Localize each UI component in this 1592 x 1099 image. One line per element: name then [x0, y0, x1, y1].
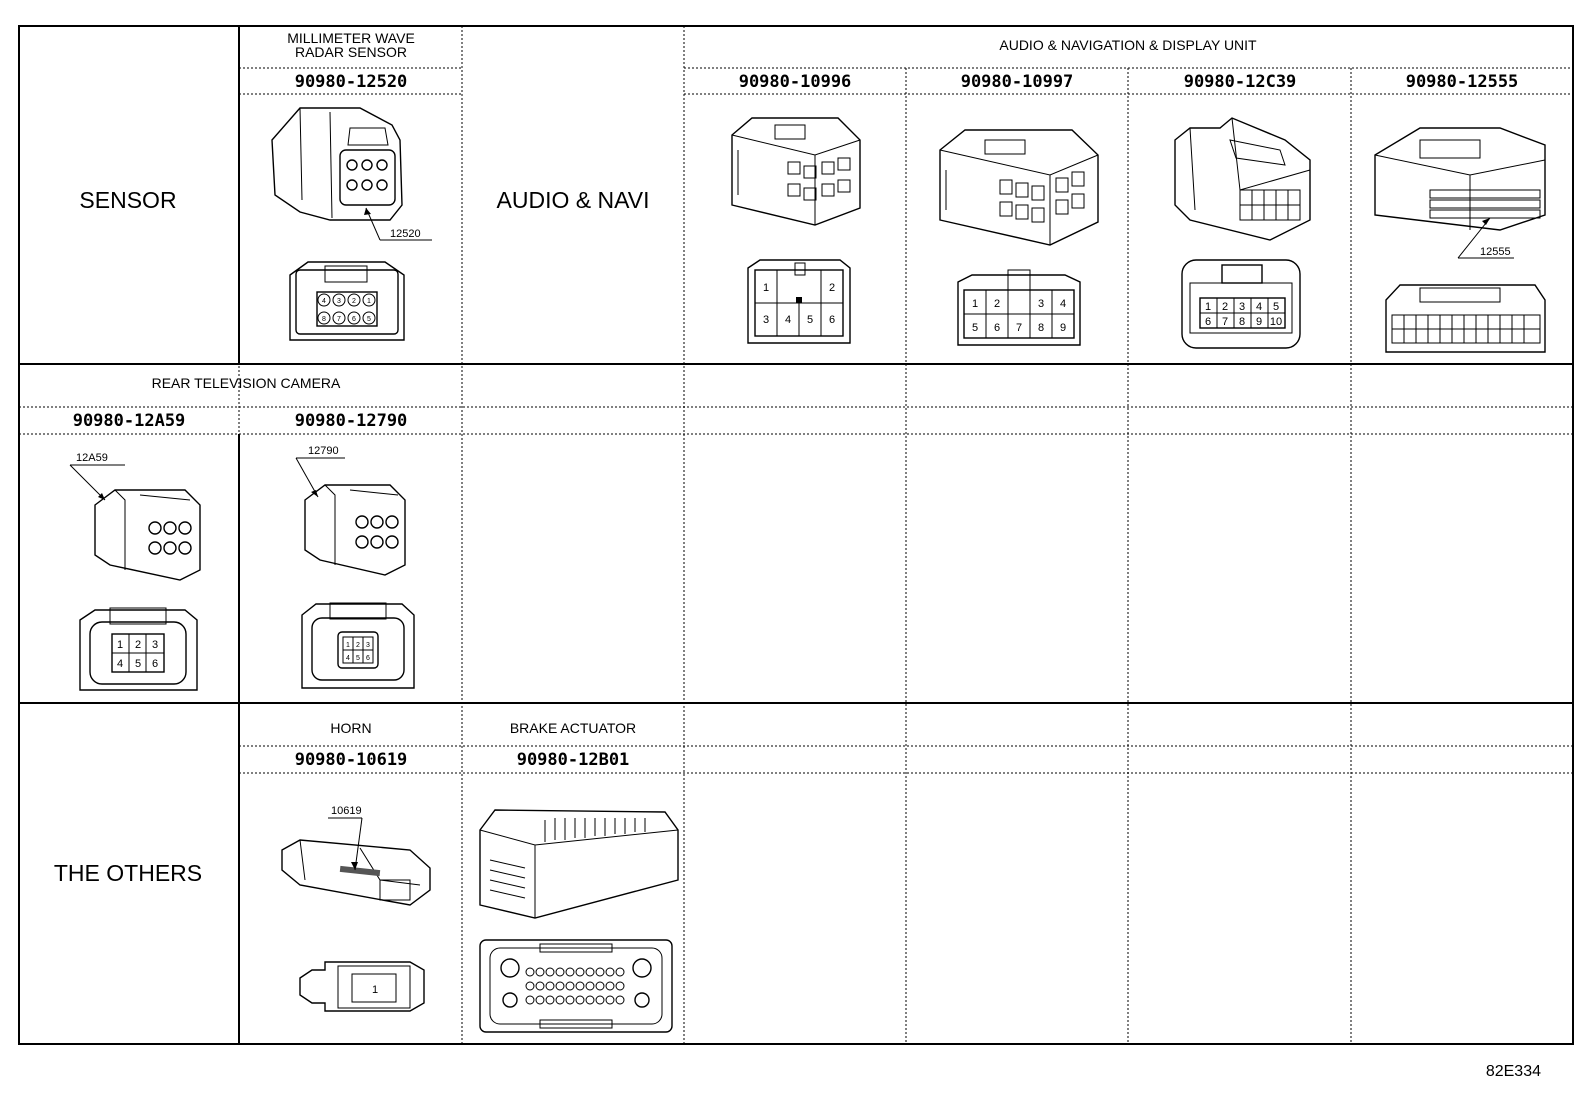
pin-label: 2: [135, 639, 141, 651]
figure-id: 82E334: [1486, 1063, 1541, 1080]
connector-10619-drawing: 10619: [281, 805, 431, 906]
part-number-12520: 90980-12520: [295, 72, 408, 92]
connector-12555-drawing: 12555: [1374, 127, 1546, 259]
pin-label: 3: [337, 298, 341, 305]
pin-label: 2: [1222, 301, 1228, 313]
pin-label: 1: [372, 984, 378, 996]
pin-label: 5: [135, 658, 141, 670]
connector-12B01-face: [479, 939, 673, 1033]
pin-label: 3: [1239, 301, 1245, 313]
pin-label: 1: [117, 639, 123, 651]
pin-label: 9: [1060, 322, 1066, 334]
connector-12555-pin-rows: [1429, 189, 1541, 219]
connector-10996-face: 1 2 3 4 5 6: [747, 259, 851, 344]
connector-12790-face: 1 2 3 4 5 6: [301, 602, 415, 689]
pin-label: 1: [1205, 301, 1211, 313]
connector-12520-pins: 4 3 2 1 8 7 6 5: [317, 293, 376, 325]
connector-10619-face: 1: [299, 961, 425, 1012]
connector-12C39-drawing: [1174, 117, 1311, 241]
connector-12555-face: [1385, 284, 1546, 353]
connector-12520-face: 4 3 2 1 8 7 6 5: [289, 261, 405, 341]
pin-label: 10: [1270, 316, 1282, 328]
part-number-12B01: 90980-12B01: [517, 750, 630, 770]
category-audio-navi: AUDIO & NAVI: [497, 187, 650, 213]
header-radar-sensor: RADAR SENSOR: [295, 44, 407, 60]
pin-label: 3: [152, 639, 158, 651]
part-number-10996: 90980-10996: [739, 72, 852, 92]
connector-10997-drawing: [939, 129, 1099, 246]
pin-label: 6: [366, 655, 370, 662]
pin-label: 8: [1038, 322, 1044, 334]
connector-12520-label: 12520: [390, 228, 421, 240]
pin-label: 2: [352, 298, 356, 305]
pin-label: 7: [337, 316, 341, 323]
pin-label: 8: [322, 316, 326, 323]
pin-label: 1: [972, 298, 978, 310]
connector-12B01-pin-field: [525, 967, 625, 1005]
connector-12C39-face: 1 2 3 4 5 6 7 8 9 10: [1181, 259, 1301, 349]
connector-12520-drawing: 12520: [271, 107, 432, 241]
pin-label: 6: [352, 316, 356, 323]
connector-12A59-label: 12A59: [76, 452, 108, 464]
pin-label: 2: [356, 642, 360, 649]
connector-10996-drawing: [731, 117, 861, 226]
header-millimeter-wave: MILLIMETER WAVE: [287, 30, 415, 46]
pin-label: 4: [322, 298, 326, 305]
pin-label: 8: [1239, 316, 1245, 328]
connector-12A59-face: 1 2 3 4 5 6: [79, 607, 198, 691]
pin-label: 3: [1038, 298, 1044, 310]
pin-label: 5: [807, 314, 813, 326]
connector-12C39-grid: [1239, 189, 1301, 221]
pin-label: 4: [785, 314, 791, 326]
part-number-12A59: 90980-12A59: [73, 411, 186, 431]
pin-label: 5: [356, 655, 360, 662]
pin-label: 6: [152, 658, 158, 670]
header-horn: HORN: [330, 720, 371, 736]
connector-10997-face: 1 2 3 4 5 6 7 8 9 10: [957, 269, 1081, 346]
pin-label: 6: [994, 322, 1000, 334]
pin-label: 6: [829, 314, 835, 326]
pin-label: 2: [829, 282, 835, 294]
pin-label: 7: [1222, 316, 1228, 328]
pin-label: 3: [763, 314, 769, 326]
connector-12A59-drawing: 12A59: [69, 452, 201, 581]
part-number-10997: 90980-10997: [961, 72, 1074, 92]
connector-12790-drawing: 12790: [295, 445, 406, 576]
pin-label: 5: [972, 322, 978, 334]
table-grid: [18, 25, 1574, 1045]
pin-label: 2: [994, 298, 1000, 310]
pin-label: 4: [1256, 301, 1262, 313]
connector-12790-label: 12790: [308, 445, 339, 457]
pin-label: 5: [1273, 301, 1279, 313]
connector-10619-label: 10619: [331, 805, 362, 817]
category-sensor: SENSOR: [79, 187, 176, 213]
pin-label: 3: [366, 642, 370, 649]
pin-label: 6: [1205, 316, 1211, 328]
part-number-12C39: 90980-12C39: [1184, 72, 1297, 92]
pin-label: 1: [367, 298, 371, 305]
pin-label: 4: [346, 655, 350, 662]
pin-label: 1: [346, 642, 350, 649]
part-number-12555: 90980-12555: [1406, 72, 1519, 92]
pin-label: 4: [117, 658, 123, 670]
part-number-10619: 90980-10619: [295, 750, 408, 770]
connector-12555-label: 12555: [1480, 246, 1511, 258]
pin-label: 7: [1016, 322, 1022, 334]
connector-12B01-ribs: [489, 818, 646, 899]
part-number-12790: 90980-12790: [295, 411, 408, 431]
header-rear-television-camera: REAR TELEVISION CAMERA: [152, 375, 341, 391]
pin-label: 1: [763, 282, 769, 294]
header-audio-nav-display-unit: AUDIO & NAVIGATION & DISPLAY UNIT: [999, 37, 1257, 53]
header-brake-actuator: BRAKE ACTUATOR: [510, 720, 636, 736]
category-the-others: THE OTHERS: [54, 860, 202, 886]
pin-label: 4: [1060, 298, 1066, 310]
connector-12B01-drawing: [479, 809, 679, 919]
pin-label: 9: [1256, 316, 1262, 328]
pin-label: 5: [367, 316, 371, 323]
